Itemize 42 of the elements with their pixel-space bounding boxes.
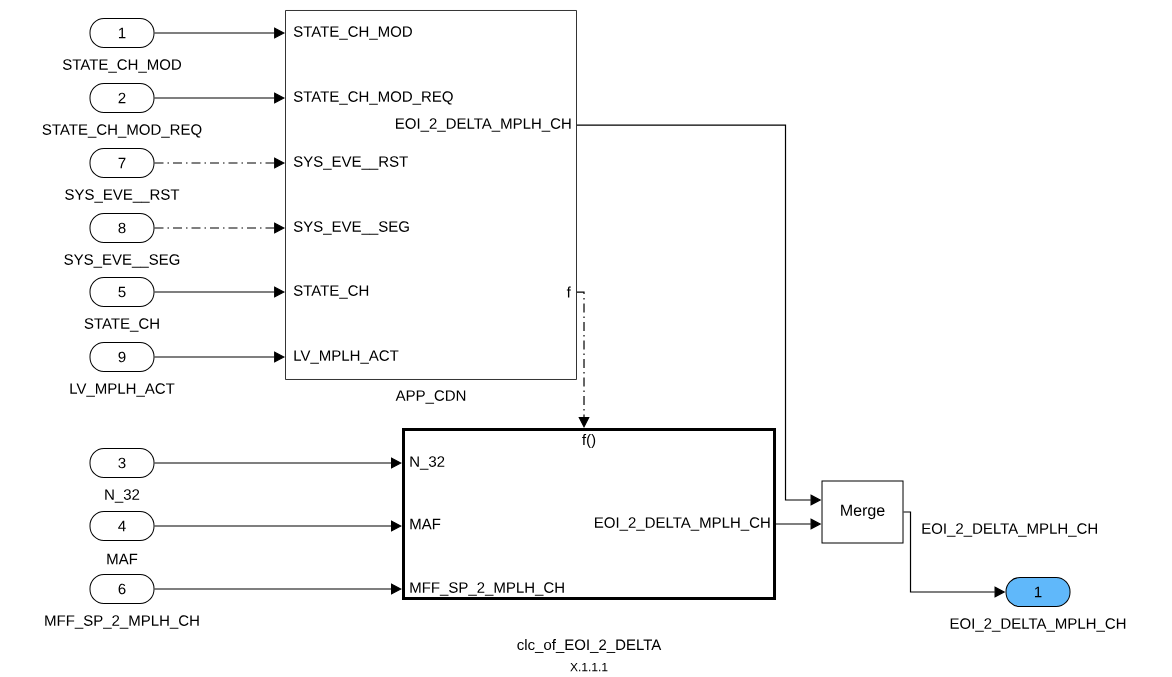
- block-name: clc_of_EOI_2_DELTA: [517, 639, 662, 653]
- signal-name: MAF: [107, 553, 138, 565]
- merge-block: Merge: [821, 480, 904, 544]
- signal-arrow: [153, 583, 402, 595]
- port-label: SYS_EVE__SEG: [293, 221, 409, 235]
- inport-pill: 2: [89, 83, 155, 113]
- port-label: SYS_EVE__RST: [293, 156, 408, 170]
- block-name: X.1.1.1: [570, 662, 608, 672]
- inport-pill: 7: [89, 148, 155, 178]
- inport-pill: 8: [89, 213, 155, 243]
- signal-name: STATE_CH_MOD: [62, 59, 181, 73]
- port-label: STATE_CH_MOD: [293, 26, 412, 40]
- port-label: f(): [582, 434, 596, 448]
- signal-arrow: [576, 291, 590, 428]
- inport-pill: 3: [89, 448, 155, 478]
- inport-pill: 6: [89, 574, 155, 604]
- inport-pill: 9: [89, 342, 155, 372]
- port-label: STATE_CH_MOD_REQ: [293, 91, 453, 105]
- signal-name: LV_MPLH_ACT: [70, 383, 175, 397]
- edge-label: EOI_2_DELTA_MPLH_CH: [920, 522, 1100, 538]
- signal-name: MFF_SP_2_MPLH_CH: [45, 615, 199, 629]
- port-label: EOI_2_DELTA_MPLH_CH: [595, 517, 770, 531]
- signal-arrow: [153, 457, 402, 469]
- port-label: EOI_2_DELTA_MPLH_CH: [396, 118, 571, 132]
- signal-name: EOI_2_DELTA_MPLH_CH: [950, 618, 1126, 632]
- port-label: N_32: [410, 456, 445, 470]
- signal-name: SYS_EVE__RST: [65, 189, 180, 203]
- signal-name: STATE_CH: [84, 318, 159, 332]
- signal-name: N_32: [105, 489, 140, 503]
- port-label: f: [566, 286, 571, 298]
- block-name: APP_CDN: [395, 390, 466, 404]
- inport-pill: 4: [89, 511, 155, 541]
- signal-name: STATE_CH_MOD_REQ: [42, 124, 202, 138]
- signal-name: SYS_EVE__SEG: [64, 254, 180, 268]
- inport-pill: 5: [89, 277, 155, 307]
- signal-arrow: [153, 520, 402, 532]
- port-label: LV_MPLH_ACT: [294, 350, 399, 364]
- inport-pill: 1: [89, 18, 155, 48]
- outport-pill: 1: [1005, 577, 1071, 607]
- port-label: MFF_SP_2_MPLH_CH: [410, 582, 564, 596]
- port-label: STATE_CH: [293, 285, 369, 299]
- port-label: MAF: [410, 518, 441, 530]
